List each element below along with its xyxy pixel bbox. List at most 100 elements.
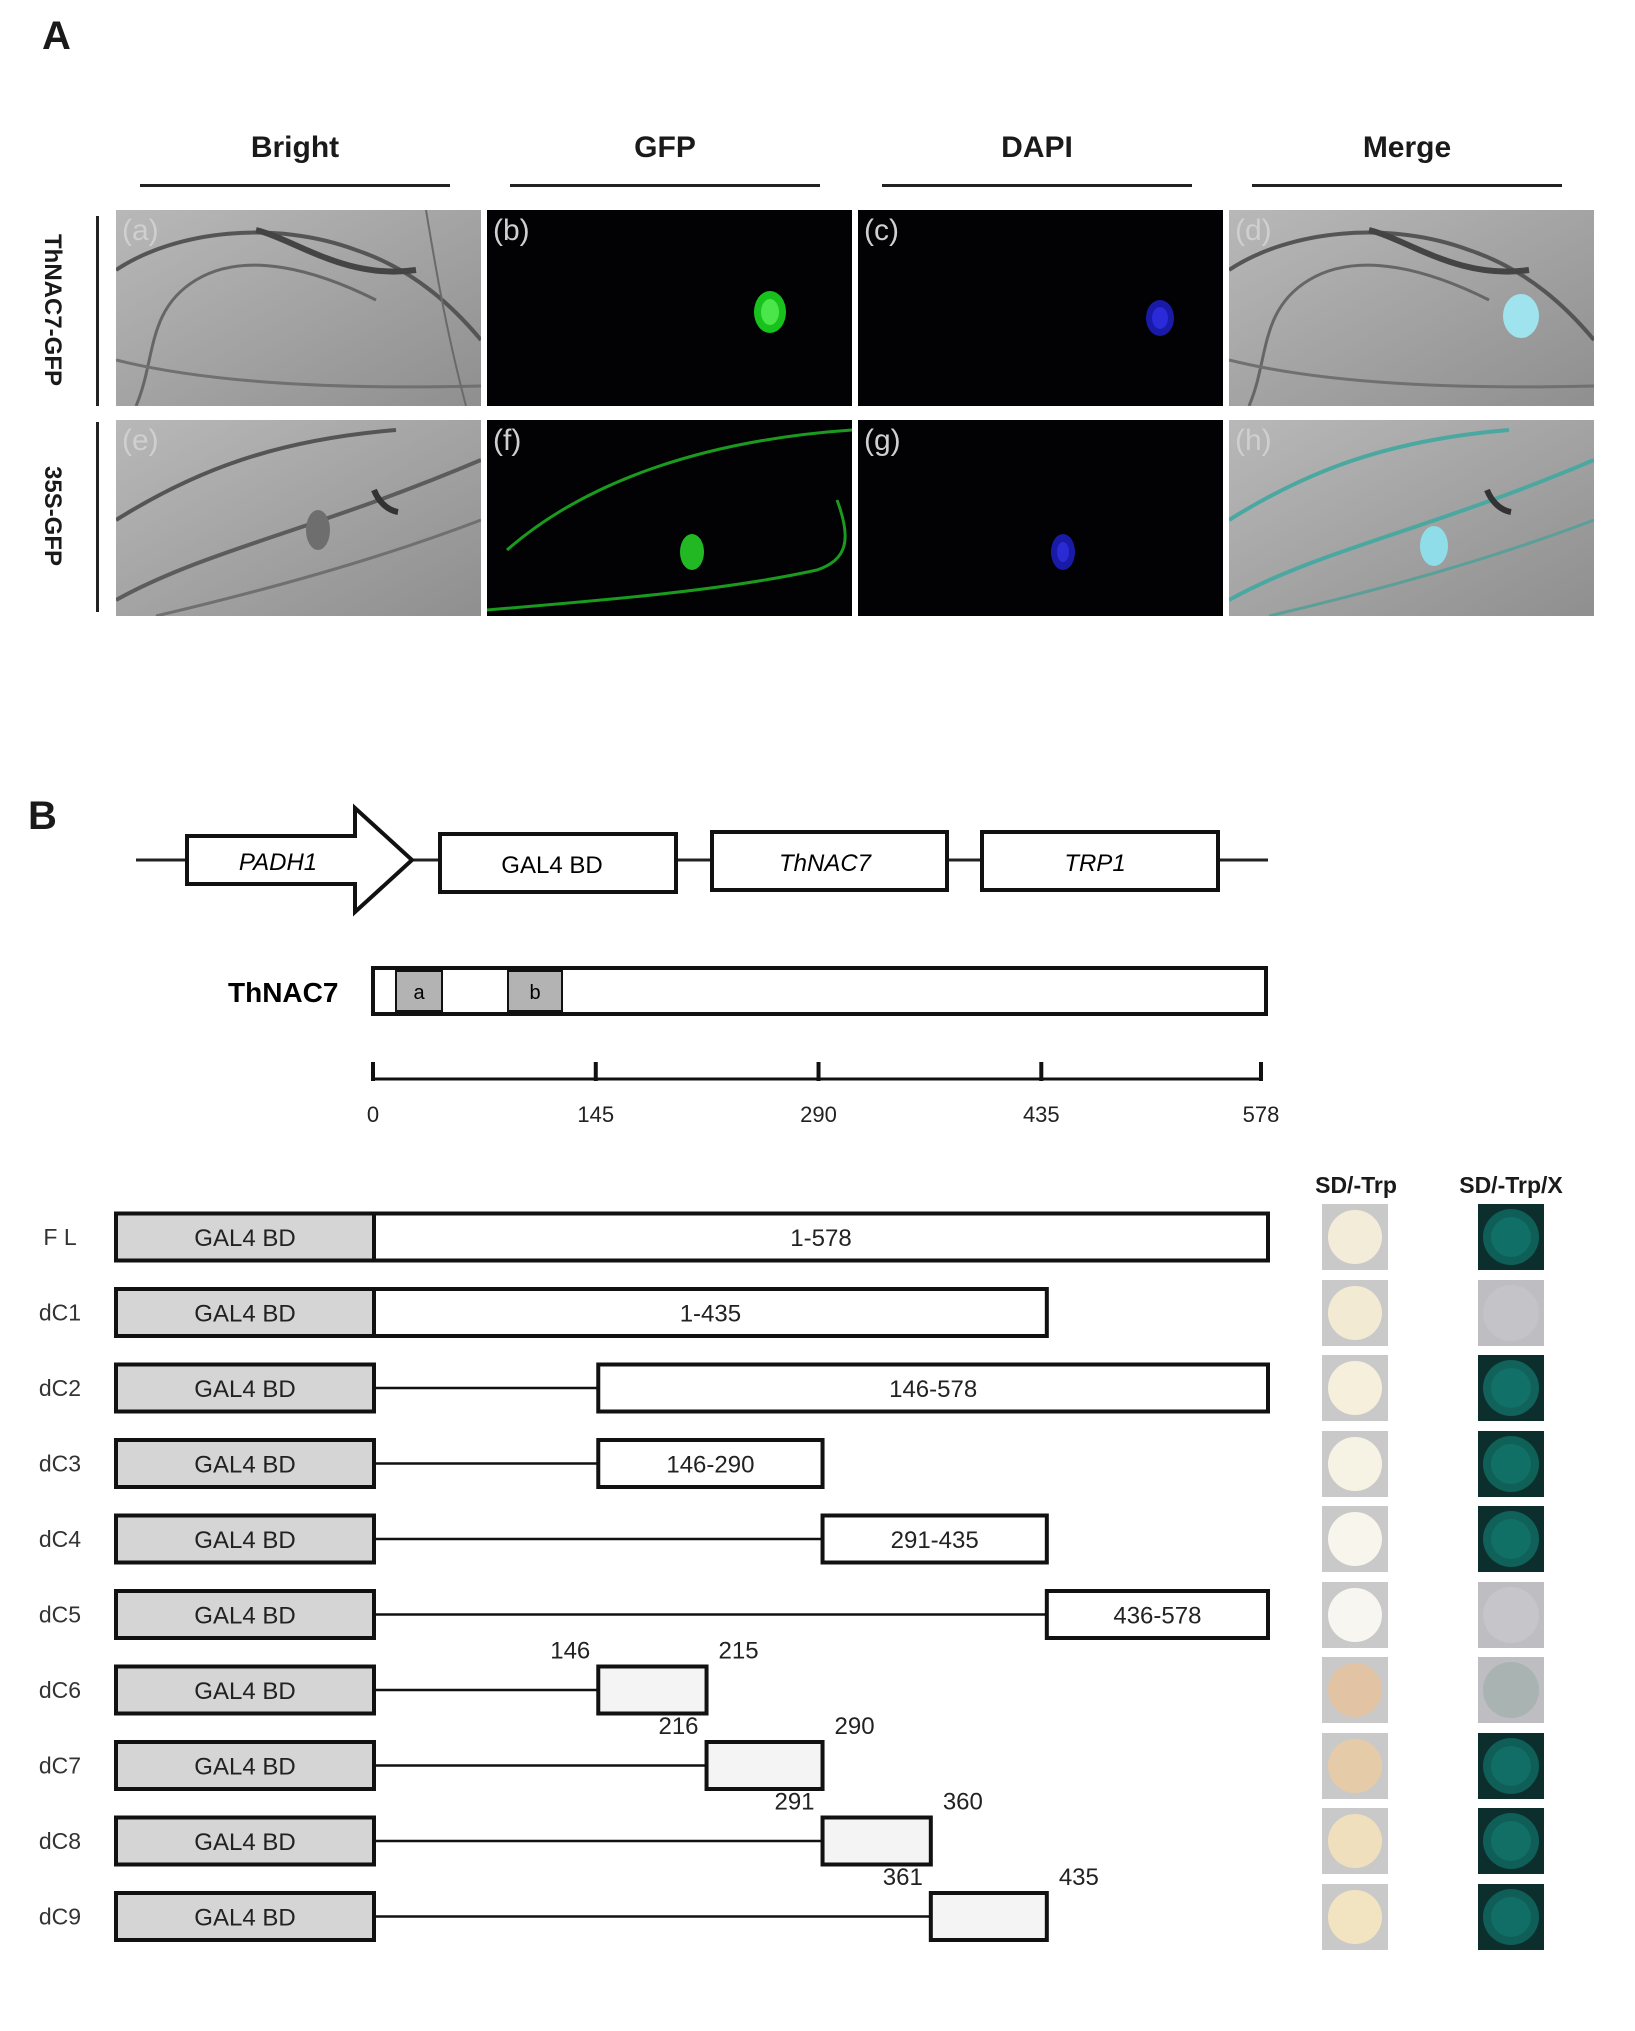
row-label-thnac7-gfp: ThNAC7-GFP [39,234,66,386]
spot-sd-trp-x-dc7 [1478,1732,1544,1799]
spot-sd-trp-x-dc6 [1478,1657,1544,1723]
construct-segment-dc4 [820,1513,1049,1565]
col-head-merge: Merge [1362,131,1452,164]
scale-tick-label-290: 290 [800,1102,837,1127]
micrograph-b-gfp: (b) [487,210,852,406]
construct-bd-box-dc4 [114,1513,376,1565]
tag-d: (d) [1235,214,1272,247]
tag-g: (g) [864,424,901,457]
vector-part-gal4bd: GAL4 BD [501,852,602,879]
spot-sd-trp-x-dc3 [1478,1430,1544,1497]
construct-segment-dc8 [820,1815,933,1867]
construct-bd-label-dc5: GAL4 BD [194,1603,295,1630]
row-line-thnac7 [96,216,99,406]
micrograph-h-merge: (h) [1229,420,1594,616]
construct-bd-box-dc1 [114,1287,376,1338]
bright-cells-a [116,210,481,406]
scale-tick-label-0: 0 [367,1102,379,1127]
spot-sd-trp-x-dc4 [1478,1506,1544,1572]
col-line-bright [140,184,450,187]
construct-bd-label-dc6: GAL4 BD [194,1678,295,1705]
construct-start-dc6: 146 [550,1638,590,1665]
construct-name-dc3: dC3 [39,1451,81,1477]
row-label-35s-gfp: 35S-GFP [39,465,66,567]
spot-sd-trp-x-dc5 [1478,1581,1544,1648]
construct-range-dc5: 436-578 [1113,1603,1201,1630]
construct-name-dc9: dC9 [39,1904,81,1930]
spot-sd-trp-x-fl [1478,1204,1544,1270]
col-line-dapi [882,184,1192,187]
construct-bd-label-dc7: GAL4 BD [194,1754,295,1781]
tag-f: (f) [493,424,522,457]
tag-e: (e) [122,424,159,457]
protein-name: ThNAC7 [228,977,338,1008]
construct-end-dc6: 215 [719,1638,759,1665]
construct-bd-label-dc8: GAL4 BD [194,1829,295,1856]
spot-sd-trp-x-dc8 [1478,1808,1544,1874]
construct-range-dc4: 291-435 [891,1527,979,1554]
col-line-merge [1252,184,1562,187]
construct-bd-box-dc9 [114,1891,376,1942]
construct-segment-dc3 [596,1438,825,1489]
construct-segment-dc7 [704,1740,825,1791]
tag-b: (b) [493,214,530,247]
domain-a-box [395,970,443,1012]
domain-a-label: a [413,982,425,1004]
micrograph-f-gfp: (f) [487,420,852,616]
spot-sd-trp-dc1 [1322,1279,1388,1346]
construct-range-dc2: 146-578 [889,1376,977,1403]
construct-bd-box-dc8 [114,1815,376,1867]
vector-part-thnac7: ThNAC7 [779,850,873,877]
padh1-promoter-arrow [185,803,415,917]
col-line-gfp [510,184,820,187]
gfp-cell-f [487,428,852,612]
construct-bd-box-dc3 [114,1438,376,1489]
col-head-bright: Bright [250,131,340,164]
spot-sd-trp-dc4 [1322,1506,1388,1572]
construct-segment-fl [372,1211,1270,1263]
construct-bd-label-dc4: GAL4 BD [194,1527,295,1554]
dapi-nucleus-c [1146,300,1174,336]
col-head-dapi: DAPI [1001,131,1073,164]
panel-b-letter: B [28,794,57,838]
micrograph-c-dapi: (c) [858,210,1223,406]
construct-bd-box-dc7 [114,1740,376,1791]
spot-sd-trp-x-dc2 [1478,1355,1544,1421]
construct-name-dc2: dC2 [39,1375,81,1401]
merge-cells-h [1229,420,1594,616]
tag-h: (h) [1235,424,1272,457]
domain-b-box [507,970,563,1012]
construct-bd-label-dc9: GAL4 BD [194,1905,295,1932]
spot-sd-trp-fl [1322,1204,1388,1270]
construct-segment-dc1 [372,1287,1049,1338]
construct-start-dc9: 361 [883,1864,923,1891]
panel-a-letter: A [42,14,71,58]
construct-name-dc1: dC1 [39,1300,81,1326]
spot-sd-trp-dc7 [1322,1732,1388,1799]
construct-range-fl: 1-578 [790,1225,851,1252]
construct-segment-dc6 [596,1664,709,1716]
micrograph-d-merge: (d) [1229,210,1594,406]
construct-bd-label-dc1: GAL4 BD [194,1301,295,1328]
vector-gal4bd-box [438,832,678,894]
domain-b-label: b [529,982,540,1004]
micrograph-g-dapi: (g) [858,420,1223,616]
construct-name-dc7: dC7 [39,1753,81,1779]
merge-cells-d [1229,210,1594,406]
construct-name-dc4: dC4 [39,1526,81,1552]
spot-sd-trp-x-dc1 [1478,1279,1544,1346]
spot-sd-trp-dc9 [1322,1883,1388,1950]
scale-tick-label-145: 145 [577,1102,614,1127]
construct-bd-label-dc2: GAL4 BD [194,1376,295,1403]
spot-sd-trp-dc2 [1322,1355,1388,1421]
vector-part-padh1: PADH1 [239,849,317,876]
vector-part-trp1: TRP1 [1064,850,1125,877]
micrograph-a-bright: (a) [116,210,481,406]
construct-bd-box-dc5 [114,1589,376,1640]
spot-sd-trp-dc3 [1322,1430,1388,1497]
construct-end-dc7: 290 [835,1713,875,1740]
vector-thnac7-box [710,830,949,892]
vector-trp1-box [980,830,1220,892]
construct-segment-dc5 [1044,1589,1270,1640]
